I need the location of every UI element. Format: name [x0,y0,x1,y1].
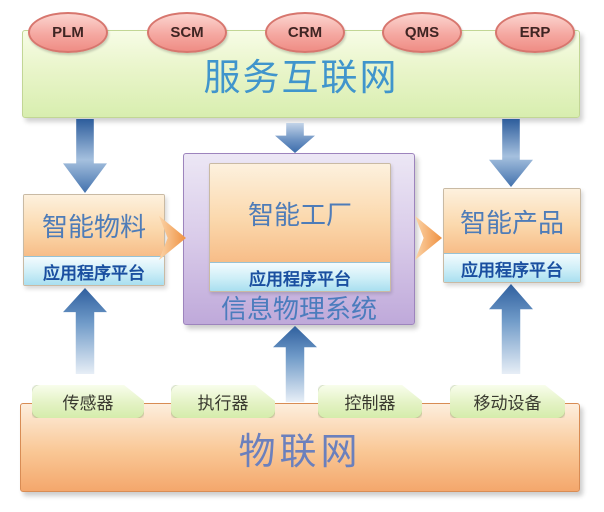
smart-factory-platform-bar: 应用程序平台 [210,262,390,291]
down-arrow-to-products-icon [489,119,533,187]
up-arrow-to-products-icon [489,284,533,374]
tab-controllers: 控制器 [318,385,422,418]
cyber-physical-system-label: 信息物理系统 [220,293,377,324]
smart-products-platform-bar: 应用程序平台 [444,253,580,282]
down-arrow-to-materials-icon [63,119,107,193]
up-arrow-to-cps-icon [273,326,317,402]
smart-factory-node: 智能工厂 应用程序平台 [209,163,391,292]
service-ellipse-scm: SCM [147,12,227,53]
iot-banner-label: 物联网 [238,430,362,472]
service-ellipse-plm: PLM [28,12,108,53]
service-ellipse-crm: CRM [265,12,345,53]
tab-actuators: 执行器 [171,385,275,418]
service-ellipse-qms: QMS [382,12,462,53]
smart-products-node: 智能产品 应用程序平台 [443,188,581,283]
smart-factory-title: 智能工厂 [210,164,390,262]
up-arrow-to-materials-icon [63,288,107,374]
smart-materials-platform-bar: 应用程序平台 [24,256,164,285]
smart-materials-title: 智能物料 [24,195,164,256]
right-arrow-cps-to-products-icon [415,215,442,261]
smart-materials-node: 智能物料 应用程序平台 [23,194,165,286]
tab-sensors: 传感器 [32,385,144,418]
cyber-physical-system-box: 智能工厂 应用程序平台 信息物理系统 [183,153,415,325]
tab-mobile-devices: 移动设备 [450,385,565,418]
service-ellipse-erp: ERP [495,12,575,53]
down-arrow-to-cps-icon [275,123,315,153]
service-internet-label: 服务互联网 [203,57,399,98]
smart-products-title: 智能产品 [444,189,580,253]
